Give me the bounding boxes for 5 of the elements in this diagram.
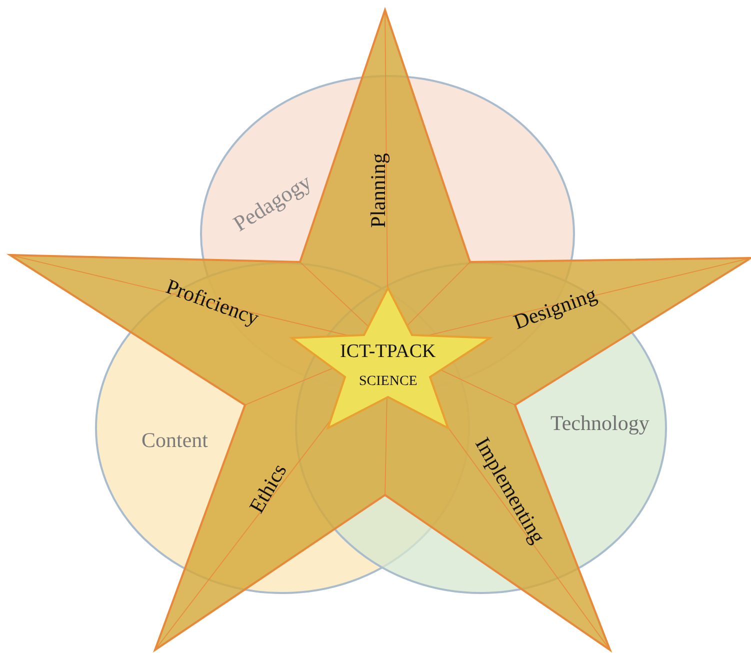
circle-label: Technology [550, 412, 650, 434]
star-point-label: Planning [367, 152, 388, 228]
circle-label: Content [142, 430, 208, 450]
star-label: SCIENCE [359, 375, 418, 389]
star-label: ICT-TPACK [340, 342, 436, 360]
